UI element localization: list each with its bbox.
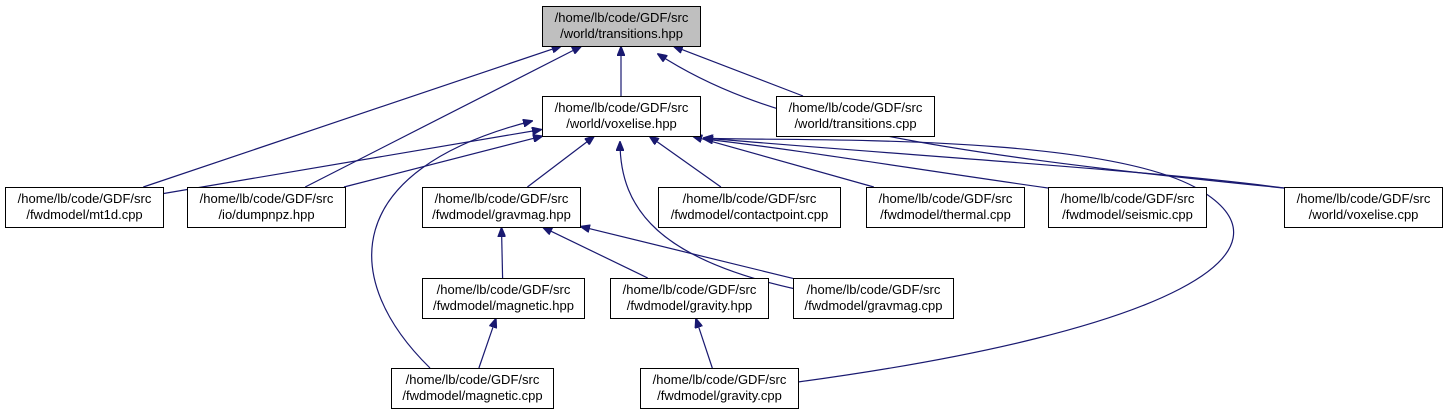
node-box: [391, 368, 554, 409]
node-seismic-cpp[interactable]: /home/lb/code/GDF/src/fwdmodel/seismic.c…: [1048, 187, 1207, 228]
node-file-name: /fwdmodel/gravity.hpp: [627, 298, 753, 313]
node-file-name: /fwdmodel/gravmag.cpp: [804, 298, 942, 313]
node-thermal-cpp[interactable]: /home/lb/code/GDF/src/fwdmodel/thermal.c…: [866, 187, 1025, 228]
edge-gravmag-cpp-to-voxelise-hpp: [620, 142, 801, 291]
edge-gravity-cpp-to-gravity-hpp: [696, 319, 713, 369]
node-gravity-hpp[interactable]: /home/lb/code/GDF/src/fwdmodel/gravity.h…: [610, 278, 769, 319]
node-box: [542, 6, 701, 47]
node-gravmag-cpp[interactable]: /home/lb/code/GDF/src/fwdmodel/gravmag.c…: [793, 278, 954, 319]
edge-magnetic-hpp-to-gravmag-hpp: [502, 228, 503, 279]
edge-voxelise-cpp-to-transitions-hpp: [658, 54, 1285, 189]
node-transitions-cpp[interactable]: /home/lb/code/GDF/src/world/transitions.…: [776, 96, 935, 137]
edge-voxelise-cpp-to-voxelise-hpp: [704, 138, 1285, 189]
node-path-prefix: /home/lb/code/GDF/src: [789, 100, 923, 115]
edge-transitions-cpp-to-transitions-hpp: [674, 46, 804, 97]
node-path-prefix: /home/lb/code/GDF/src: [807, 282, 941, 297]
node-contactpoint-cpp[interactable]: /home/lb/code/GDF/src/fwdmodel/contactpo…: [658, 187, 841, 228]
edge-gravmag-cpp-to-gravmag-hpp: [581, 227, 794, 279]
edge-mt1d-cpp-to-transitions-hpp: [143, 46, 560, 188]
node-box: [776, 96, 935, 137]
node-file-name: /fwdmodel/gravmag.hpp: [432, 207, 571, 222]
node-file-name: /fwdmodel/contactpoint.cpp: [671, 207, 829, 222]
node-gravmag-hpp[interactable]: /home/lb/code/GDF/src/fwdmodel/gravmag.h…: [422, 187, 581, 228]
node-path-prefix: /home/lb/code/GDF/src: [435, 191, 569, 206]
node-transitions-hpp[interactable]: /home/lb/code/GDF/src/world/transitions.…: [542, 6, 701, 47]
node-gravity-cpp[interactable]: /home/lb/code/GDF/src/fwdmodel/gravity.c…: [640, 368, 799, 409]
edge-thermal-cpp-to-voxelise-hpp: [693, 136, 874, 188]
node-voxelise-cpp[interactable]: /home/lb/code/GDF/src/world/voxelise.cpp: [1284, 187, 1443, 228]
node-path-prefix: /home/lb/code/GDF/src: [437, 282, 571, 297]
node-file-name: /world/transitions.cpp: [794, 116, 916, 131]
node-box: [542, 96, 701, 137]
node-path-prefix: /home/lb/code/GDF/src: [879, 191, 1013, 206]
node-box: [422, 187, 581, 228]
edge-dumpnpz-hpp-to-transitions-hpp: [304, 47, 581, 188]
node-path-prefix: /home/lb/code/GDF/src: [653, 372, 787, 387]
node-file-name: /world/transitions.hpp: [560, 26, 683, 41]
edge-gravmag-hpp-to-voxelise-hpp: [527, 137, 593, 188]
node-file-name: /world/voxelise.hpp: [566, 116, 677, 131]
edge-mt1d-cpp-to-voxelise-hpp: [162, 130, 541, 195]
edge-magnetic-cpp-to-magnetic-hpp: [478, 319, 496, 369]
node-path-prefix: /home/lb/code/GDF/src: [200, 191, 334, 206]
node-file-name: /fwdmodel/thermal.cpp: [880, 207, 1011, 222]
node-box: [793, 278, 954, 319]
node-box: [866, 187, 1025, 228]
node-file-name: /fwdmodel/gravity.cpp: [657, 388, 782, 403]
node-box: [187, 187, 346, 228]
node-dumpnpz-hpp[interactable]: /home/lb/code/GDF/src/io/dumpnpz.hpp: [187, 187, 346, 228]
edge-magnetic-cpp-to-voxelise-hpp: [371, 121, 532, 369]
node-voxelise-hpp[interactable]: /home/lb/code/GDF/src/world/voxelise.hpp: [542, 96, 701, 137]
nodes-layer: /home/lb/code/GDF/src/world/transitions.…: [5, 6, 1443, 409]
node-path-prefix: /home/lb/code/GDF/src: [1061, 191, 1195, 206]
edge-seismic-cpp-to-voxelise-hpp: [704, 139, 1049, 189]
node-path-prefix: /home/lb/code/GDF/src: [683, 191, 817, 206]
node-file-name: /fwdmodel/seismic.cpp: [1062, 207, 1193, 222]
node-magnetic-hpp[interactable]: /home/lb/code/GDF/src/fwdmodel/magnetic.…: [422, 278, 585, 319]
edge-contactpoint-cpp-to-voxelise-hpp: [650, 137, 722, 188]
node-magnetic-cpp[interactable]: /home/lb/code/GDF/src/fwdmodel/magnetic.…: [391, 368, 554, 409]
node-file-name: /world/voxelise.cpp: [1309, 207, 1419, 222]
edge-gravity-hpp-to-gravmag-hpp: [543, 227, 648, 279]
node-box: [422, 278, 585, 319]
node-file-name: /io/dumpnpz.hpp: [218, 207, 314, 222]
node-path-prefix: /home/lb/code/GDF/src: [623, 282, 757, 297]
node-box: [640, 368, 799, 409]
node-box: [5, 187, 164, 228]
node-file-name: /fwdmodel/mt1d.cpp: [26, 207, 142, 222]
node-mt1d-cpp[interactable]: /home/lb/code/GDF/src/fwdmodel/mt1d.cpp: [5, 187, 164, 228]
node-box: [1048, 187, 1207, 228]
node-file-name: /fwdmodel/magnetic.hpp: [433, 298, 574, 313]
node-box: [610, 278, 769, 319]
node-path-prefix: /home/lb/code/GDF/src: [406, 372, 540, 387]
node-box: [658, 187, 841, 228]
node-path-prefix: /home/lb/code/GDF/src: [555, 10, 689, 25]
node-box: [1284, 187, 1443, 228]
node-path-prefix: /home/lb/code/GDF/src: [555, 100, 689, 115]
edge-dumpnpz-hpp-to-voxelise-hpp: [343, 136, 542, 188]
node-file-name: /fwdmodel/magnetic.cpp: [402, 388, 542, 403]
node-path-prefix: /home/lb/code/GDF/src: [18, 191, 152, 206]
node-path-prefix: /home/lb/code/GDF/src: [1297, 191, 1431, 206]
